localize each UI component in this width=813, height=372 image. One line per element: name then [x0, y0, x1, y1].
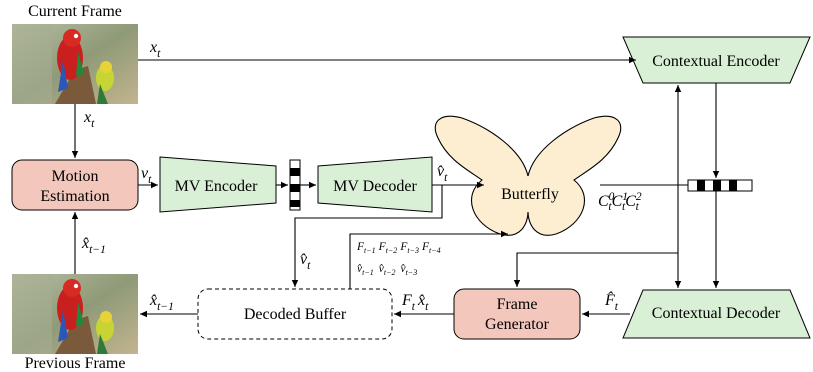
butterfly-shape — [434, 115, 622, 236]
previous-frame-caption: Previous Frame — [25, 355, 126, 372]
edge-buffer-to-butterfly — [349, 230, 508, 289]
mv-encoder-label: MV Encoder — [175, 178, 258, 195]
label-xt-down: xt — [83, 109, 95, 130]
edge-contexts-to-frame-generator — [513, 252, 678, 287]
label-vhat-t-buffer: v̂t — [300, 251, 311, 272]
frame-generator-label-line1: Frame — [497, 296, 538, 313]
previous-frame-image — [12, 274, 138, 354]
motion-estimation-label-line2: Estimation — [40, 188, 109, 205]
mv-bitstream — [289, 159, 301, 211]
motion-estimation-label-line1: Motion — [51, 168, 98, 185]
label-xhat-prev-up: x̂t−1 — [81, 235, 106, 256]
current-frame-image — [12, 24, 138, 104]
label-vt: vt — [141, 165, 152, 186]
edge-vhat-to-decoded-buffer — [291, 185, 443, 287]
mv-encoder-block — [159, 156, 277, 213]
contextual-encoder-label: Contextual Encoder — [652, 53, 780, 70]
decoded-buffer-box — [197, 288, 393, 340]
mv-decoder-block — [317, 156, 433, 213]
contextual-decoder-block — [622, 289, 811, 339]
label-vhat-t: v̂t — [437, 163, 448, 184]
decoded-buffer-label: Decoded Buffer — [244, 306, 347, 323]
frame-generator-label-line2: Generator — [485, 316, 550, 333]
contextual-decoder-label: Contextual Decoder — [652, 305, 781, 322]
current-frame-caption: Current Frame — [28, 3, 122, 20]
label-xt-top: xt — [149, 39, 161, 60]
butterfly-label: Butterfly — [501, 186, 559, 203]
contextual-encoder-block — [622, 36, 811, 84]
label-fhat-t: F̂t — [604, 290, 619, 313]
mv-decoder-label: MV Decoder — [333, 178, 417, 195]
context-bitstream — [687, 179, 753, 192]
label-xhat-prev-left: x̂t−1 — [149, 292, 174, 313]
